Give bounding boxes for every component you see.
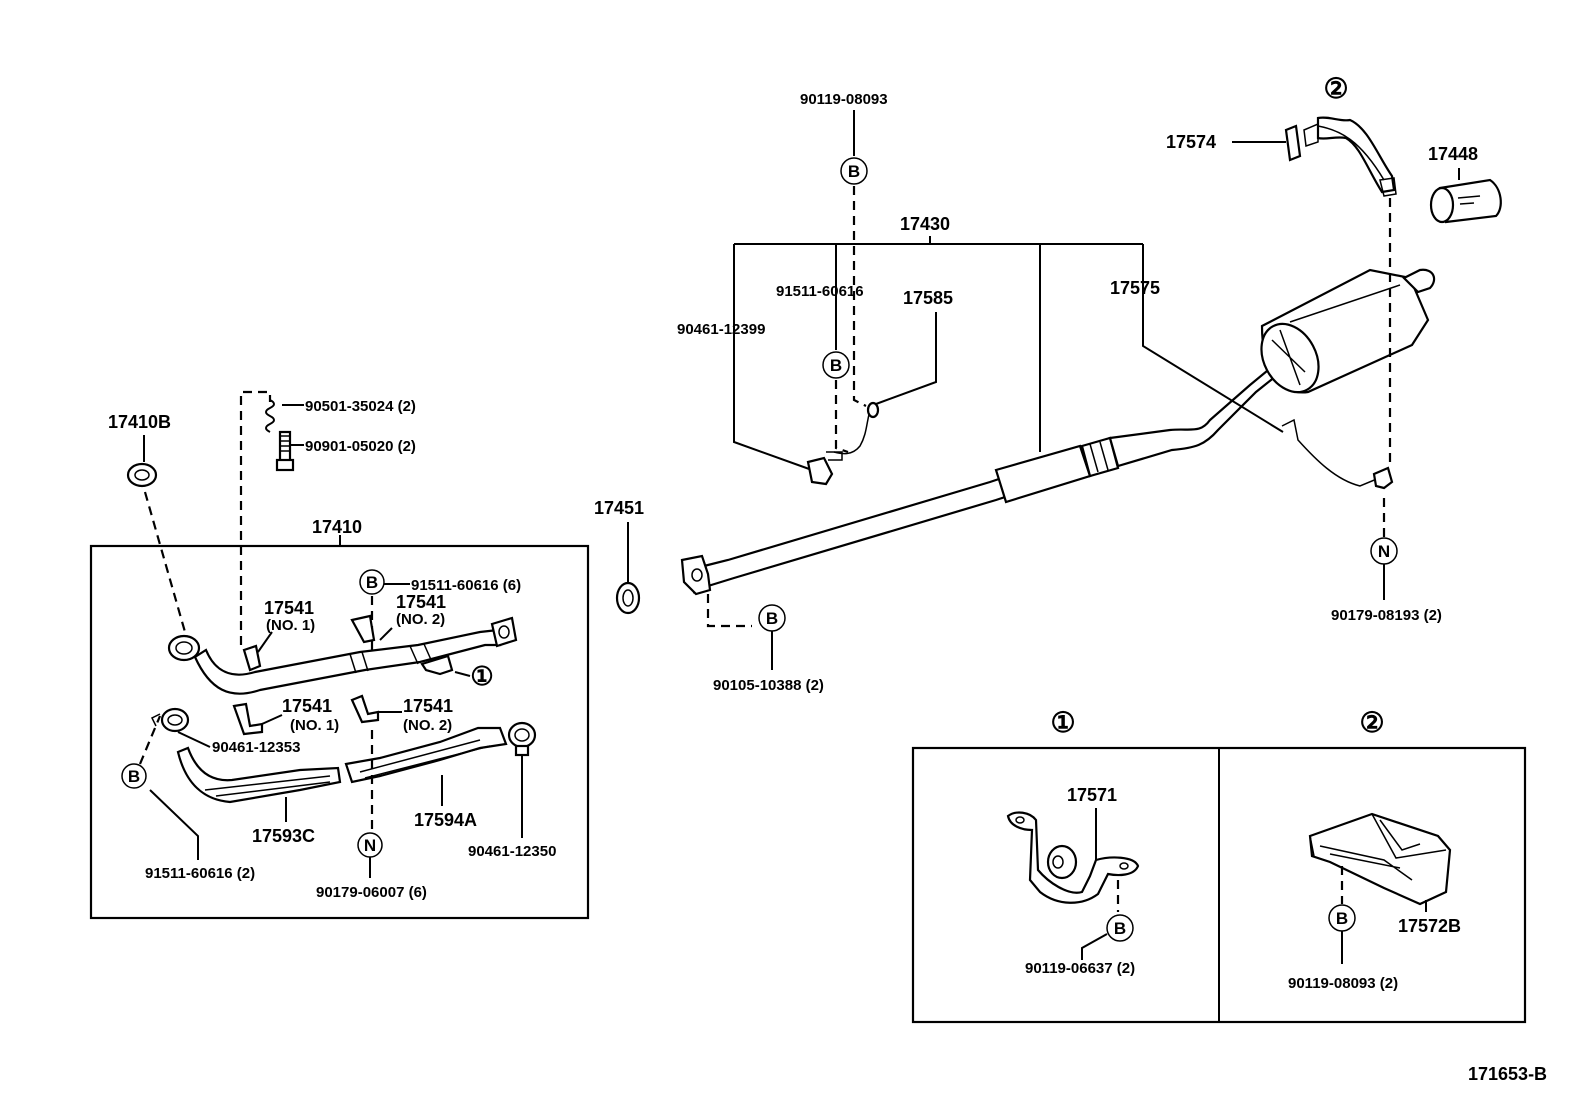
gasket-17451 (615, 581, 641, 615)
label-17541-no1-lower: 17541 (282, 696, 332, 716)
gasket-90461-12350 (507, 721, 537, 749)
marker-b-90119-08093-box: B (1328, 904, 1356, 932)
center-exhaust-pipe (688, 350, 1298, 594)
svg-text:B: B (1336, 909, 1348, 928)
label-90179-08193: 90179-08193 (2) (1331, 607, 1442, 624)
marker-n-90179-06007: N (357, 832, 383, 858)
label-17410B: 17410B (108, 412, 171, 432)
front-exhaust-pipe (167, 616, 518, 695)
label-91511-60616: 91511-60616 (776, 283, 864, 300)
marker-1-pipe: ① (470, 661, 493, 691)
bracket-17572B (1308, 812, 1452, 906)
marker-b-91511-2: B (121, 763, 147, 789)
gasket-90461-12353 (160, 707, 190, 733)
marker-b-90119-top: B (840, 157, 868, 185)
label-17585: 17585 (903, 288, 953, 308)
muffler-17430 (1260, 268, 1436, 394)
label-17541-no2-lower-sub: (NO. 2) (403, 717, 452, 734)
marker-2-top: ② (1323, 73, 1348, 104)
label-90461-12399: 90461-12399 (677, 321, 765, 338)
label-17541-no1-upper-sub: (NO. 1) (266, 617, 315, 634)
label-17541-no1-upper: 17541 (264, 598, 314, 618)
bracket-17541-no1-lower (232, 702, 264, 736)
marker-2-box: ② (1359, 707, 1384, 738)
label-90901: 90901-05020 (2) (305, 438, 416, 455)
label-17541-no1-lower-sub: (NO. 1) (290, 717, 339, 734)
gasket-90461-12399 (806, 456, 834, 486)
hanger-17574 (1284, 116, 1397, 197)
svg-text:B: B (830, 356, 842, 375)
label-91511-60616-6: 91511-60616 (6) (411, 577, 521, 594)
label-17575: 17575 (1110, 278, 1160, 298)
bracket-17541-no2-lower (350, 694, 380, 724)
label-17541-no2-lower: 17541 (403, 696, 453, 716)
bolt-90901 (275, 430, 295, 472)
tailpipe-tip-17448 (1429, 178, 1502, 224)
label-90501: 90501-35024 (2) (305, 398, 416, 415)
marker-b-91511-center: B (822, 351, 850, 379)
marker-1-box: ① (1050, 707, 1075, 738)
marker-n-90179-08193: N (1370, 537, 1398, 565)
hanger-17575 (1281, 418, 1385, 487)
bracket-17541-no2-upper (350, 614, 376, 644)
label-17430: 17430 (900, 214, 950, 234)
svg-text:B: B (366, 573, 378, 592)
hanger-17585 (833, 403, 873, 455)
label-90105-10388: 90105-10388 (2) (713, 677, 824, 694)
label-90119-08093-box: 90119-08093 (2) (1288, 975, 1398, 992)
svg-text:N: N (364, 836, 376, 855)
reference-code: 171653-B (1468, 1064, 1547, 1084)
label-90179-06007: 90179-06007 (6) (316, 884, 427, 901)
svg-text:B: B (766, 609, 778, 628)
label-17593C: 17593C (252, 826, 315, 846)
label-17574: 17574 (1166, 132, 1216, 152)
marker-b-91511-6: B (359, 569, 385, 595)
label-90119-08093-top: 90119-08093 (800, 91, 888, 108)
label-17410: 17410 (312, 517, 362, 537)
gasket-17410B (126, 462, 158, 488)
label-17541-no2-upper: 17541 (396, 592, 446, 612)
label-17571: 17571 (1067, 785, 1117, 805)
label-90119-06637: 90119-06637 (2) (1025, 960, 1135, 977)
label-91511-60616-2: 91511-60616 (2) (145, 865, 255, 882)
svg-text:N: N (1378, 542, 1390, 561)
marker-b-90105: B (758, 604, 786, 632)
label-90461-12353: 90461-12353 (212, 739, 300, 756)
svg-text:B: B (1114, 919, 1126, 938)
label-17448: 17448 (1428, 144, 1478, 164)
label-17541-no2-upper-sub: (NO. 2) (396, 611, 445, 628)
label-17594A: 17594A (414, 810, 477, 830)
svg-text:B: B (128, 767, 140, 786)
svg-text:B: B (848, 162, 860, 181)
label-17572B: 17572B (1398, 916, 1461, 936)
bracket-17571 (1006, 811, 1140, 904)
bracket-17541-no1-upper (242, 644, 262, 672)
label-90461-12350: 90461-12350 (468, 843, 556, 860)
label-17451: 17451 (594, 498, 644, 518)
heat-shield-17593C (176, 746, 342, 804)
marker-b-90119-06637: B (1106, 914, 1134, 942)
flange-center-pipe (680, 554, 712, 596)
spring-90501 (265, 399, 275, 433)
